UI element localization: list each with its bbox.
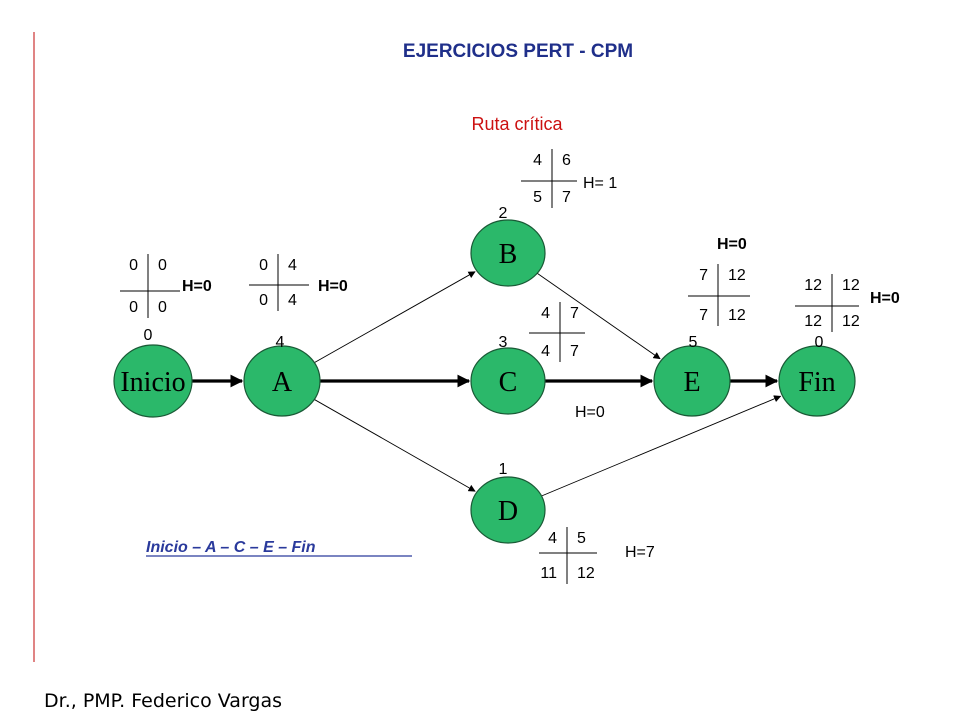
table-d-br: 12	[577, 565, 595, 582]
node-b-duration: 2	[499, 205, 508, 222]
edge-d-fin	[541, 395, 782, 497]
node-b: B2	[470, 205, 546, 287]
node-fin-duration: 0	[815, 334, 824, 351]
table-c: 4 7 4 7H=0	[529, 302, 605, 421]
table-d-tl: 4	[548, 530, 557, 547]
node-e-label: E	[683, 367, 700, 398]
table-fin-tl: 12	[804, 277, 822, 294]
slack-d: H=7	[625, 544, 655, 561]
node-d-duration: 1	[499, 461, 508, 478]
node-c: C3	[470, 334, 546, 415]
node-c-duration: 3	[499, 334, 508, 351]
slack-b: H= 1	[583, 175, 617, 192]
node-a: A4	[243, 334, 321, 417]
table-b-tl: 4	[533, 152, 542, 169]
node-a-circle	[243, 345, 321, 417]
table-fin-bl: 12	[804, 313, 822, 330]
table-b-br: 7	[562, 189, 571, 206]
node-c-label: C	[499, 367, 518, 398]
table-d-bl: 11	[540, 565, 557, 582]
critical-path-text: Inicio – A – C – E – Fin	[146, 539, 316, 556]
node-d: D1	[470, 461, 546, 544]
node-fin: Fin 0	[778, 334, 856, 417]
node-inicio-label: Inicio	[120, 367, 185, 398]
edge-a-d	[314, 399, 476, 492]
table-inicio-tl: 0	[129, 257, 138, 274]
table-a-bl: 0	[259, 292, 268, 309]
node-d-label: D	[498, 496, 518, 527]
node-c-circle	[470, 347, 546, 415]
table-b-bl: 5	[533, 189, 542, 206]
table-inicio-tr: 0	[158, 257, 167, 274]
table-b: 4 6 5 7 H= 1	[521, 149, 617, 208]
table-inicio-br: 0	[158, 299, 167, 316]
table-c-tl: 4	[541, 305, 550, 322]
node-inicio: Inicio 0	[113, 327, 193, 418]
table-inicio-bl: 0	[129, 299, 138, 316]
table-e-br: 12	[728, 307, 746, 324]
table-e-bl: 7	[699, 307, 708, 324]
author-footer: Dr., PMP. Federico Vargas	[44, 690, 282, 712]
node-e-circle	[653, 345, 731, 417]
table-e-tl: 7	[699, 267, 708, 284]
table-fin-br: 12	[842, 313, 860, 330]
node-inicio-duration: 0	[144, 327, 153, 344]
slack-a: H=0	[318, 278, 348, 295]
table-d: 4 5 11 12 H=7	[539, 527, 655, 584]
node-inicio-circle	[113, 344, 193, 418]
table-fin-tr: 12	[842, 277, 860, 294]
node-a-label: A	[272, 367, 293, 398]
table-a-tl: 0	[259, 257, 268, 274]
table-d-tr: 5	[577, 530, 586, 547]
node-e: E5	[653, 334, 731, 417]
slack-fin: H=0	[870, 290, 900, 307]
table-c-tr: 7	[570, 305, 579, 322]
node-fin-label: Fin	[798, 367, 835, 398]
node-a-duration: 4	[276, 334, 285, 351]
table-a-br: 4	[288, 292, 297, 309]
table-c-br: 7	[570, 343, 579, 360]
page-title: EJERCICIOS PERT - CPM	[403, 41, 633, 62]
node-e-duration: 5	[689, 334, 698, 351]
table-b-tr: 6	[562, 152, 571, 169]
node-b-circle	[470, 219, 546, 287]
node-d-circle	[470, 476, 546, 544]
table-a-tr: 4	[288, 257, 297, 274]
edges	[192, 271, 782, 497]
slack-e: H=0	[717, 236, 747, 253]
node-b-label: B	[499, 239, 518, 270]
slack-c: H=0	[575, 404, 605, 421]
edge-b-e	[536, 272, 661, 360]
critical-route-label: Ruta crítica	[471, 114, 563, 134]
slack-inicio: H=0	[182, 278, 212, 295]
table-e: 7 12 7 12 H=0	[688, 236, 750, 326]
edge-a-b	[314, 271, 476, 364]
table-e-tr: 12	[728, 267, 746, 284]
node-fin-circle	[778, 345, 856, 417]
table-c-bl: 4	[541, 343, 550, 360]
